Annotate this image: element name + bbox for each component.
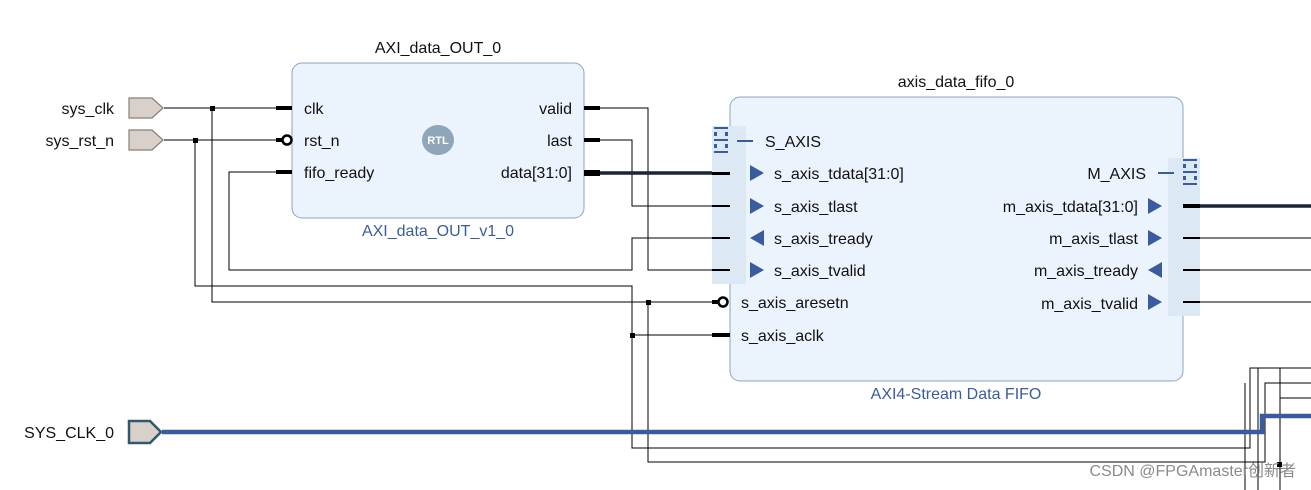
junction-dot <box>210 106 215 111</box>
arrow-right-icon <box>1148 198 1162 214</box>
junction-dot <box>193 138 198 143</box>
pin-m-tready-label: m_axis_tready <box>1034 263 1138 280</box>
wire-valid-tvalid[interactable] <box>600 107 712 271</box>
pin-m-tvalid-label: m_axis_tvalid <box>1041 296 1138 313</box>
pin-rst-n-stub[interactable] <box>276 138 282 142</box>
junctions <box>193 106 1282 467</box>
pin-s-tready-stub[interactable] <box>712 237 730 239</box>
block-axis-data-fifo-ip: AXI4-Stream Data FIFO <box>871 386 1042 403</box>
s-axis-interface[interactable]: S_AXIS <box>714 127 821 153</box>
block-axi-data-out[interactable]: AXI_data_OUT_0 AXI_data_OUT_v1_0 RTL clk… <box>276 40 600 240</box>
arrow-left-icon <box>1148 262 1162 278</box>
wire-sys-rst-branch[interactable] <box>194 140 1311 449</box>
pin-s-tvalid-stub[interactable] <box>712 269 730 271</box>
block-axi-data-out-module: AXI_data_OUT_v1_0 <box>362 223 514 240</box>
pin-s-aresetn-stub[interactable] <box>712 300 718 304</box>
pin-m-tready-stub[interactable] <box>1183 269 1200 271</box>
rtl-badge-label: RTL <box>427 135 449 147</box>
pin-m-tdata-label: m_axis_tdata[31:0] <box>1003 199 1138 216</box>
pin-s-aresetn-label: s_axis_aresetn <box>741 295 849 312</box>
pin-last-label: last <box>547 133 572 150</box>
pin-rst-n-invert-bubble <box>281 134 293 146</box>
junction-dot <box>1277 462 1282 467</box>
wire-sys-clk-branch[interactable] <box>211 108 1311 463</box>
arrow-right-icon <box>750 165 764 181</box>
arrow-right-icon <box>1148 230 1162 246</box>
pin-s-tlast-stub[interactable] <box>712 205 730 207</box>
junction-dot <box>630 333 635 338</box>
port-sys-clk-label: sys_clk <box>62 101 115 118</box>
port-sys-clk-0-label: SYS_CLK_0 <box>24 425 114 442</box>
pin-s-aclk-stub[interactable] <box>712 333 730 337</box>
pin-rst-n-label: rst_n <box>304 133 340 150</box>
pin-last-stub[interactable] <box>584 138 600 142</box>
block-axis-data-fifo[interactable]: axis_data_fifo_0 AXI4-Stream Data FIFO S… <box>712 74 1200 403</box>
pin-m-tlast-label: m_axis_tlast <box>1049 231 1138 248</box>
pin-valid-label: valid <box>539 101 572 118</box>
rtl-badge: RTL <box>422 125 454 155</box>
pin-valid-stub[interactable] <box>584 106 600 110</box>
pin-s-tdata-label: s_axis_tdata[31:0] <box>774 166 904 183</box>
arrow-right-icon <box>1148 294 1162 310</box>
port-sys-clk-0[interactable]: SYS_CLK_0 <box>24 419 163 445</box>
bus-sys-clk-0[interactable] <box>162 413 1311 435</box>
pin-s-tready-label: s_axis_tready <box>774 231 873 248</box>
pin-data-label: data[31:0] <box>501 165 572 182</box>
block-axi-data-out-instance: AXI_data_OUT_0 <box>375 40 501 57</box>
port-sys-rst-n-shape[interactable] <box>128 129 164 151</box>
rtl-badge-shape <box>422 125 454 155</box>
pin-s-tdata-stub[interactable] <box>712 172 730 175</box>
port-sys-rst-n-label: sys_rst_n <box>46 133 114 150</box>
wires <box>164 107 1311 490</box>
pin-m-tdata-stub[interactable] <box>1183 204 1200 208</box>
arrow-left-icon <box>750 230 764 246</box>
s-axis-stub <box>737 140 753 142</box>
port-sys-clk-0-shape[interactable] <box>127 419 163 445</box>
block-axis-data-fifo-instance: axis_data_fifo_0 <box>898 74 1015 91</box>
pin-clk-label: clk <box>304 101 325 118</box>
pin-s-tvalid-label: s_axis_tvalid <box>774 263 866 280</box>
watermark: CSDN @FPGAmaster创新者 <box>1090 462 1297 480</box>
m-axis-interface-icon <box>1183 159 1197 185</box>
arrow-right-icon <box>750 198 764 214</box>
port-sys-rst-n[interactable]: sys_rst_n <box>46 129 164 151</box>
pin-m-tvalid-stub[interactable] <box>1183 301 1200 303</box>
junction-dot <box>646 300 651 305</box>
m-axis-stub <box>1158 172 1174 174</box>
pin-clk-stub[interactable] <box>276 106 292 110</box>
m-axis-interface[interactable]: M_AXIS <box>1087 159 1197 185</box>
s-axis-interface-icon <box>714 127 728 153</box>
port-sys-clk[interactable]: sys_clk <box>62 97 164 119</box>
pin-data-stub[interactable] <box>584 170 600 176</box>
pin-s-aresetn-invert-bubble <box>717 296 729 308</box>
s-axis-label: S_AXIS <box>765 134 821 151</box>
port-sys-clk-shape[interactable] <box>128 97 164 119</box>
pin-fifo-ready-stub[interactable] <box>276 170 292 174</box>
arrow-right-icon <box>750 262 764 278</box>
pin-s-tlast-label: s_axis_tlast <box>774 199 858 216</box>
pin-m-tlast-stub[interactable] <box>1183 237 1200 239</box>
m-axis-label: M_AXIS <box>1087 166 1146 183</box>
pin-fifo-ready-label: fifo_ready <box>304 165 374 182</box>
wire-tready-fifo-ready[interactable] <box>228 171 712 271</box>
pin-s-aclk-label: s_axis_aclk <box>741 328 825 345</box>
